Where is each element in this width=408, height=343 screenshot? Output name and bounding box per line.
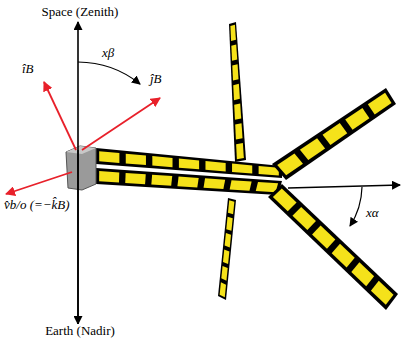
- panel-frame: [229, 22, 246, 162]
- solar-cell: [232, 64, 238, 80]
- solar-cell: [273, 189, 297, 212]
- solar-cell: [300, 138, 325, 160]
- solar-cell: [152, 156, 172, 167]
- j-vector: [82, 98, 160, 150]
- i-vector: [44, 82, 76, 150]
- beta-angle-label: xβ: [102, 46, 114, 61]
- solar-cell: [126, 154, 146, 165]
- zenith-label: Space (Zenith): [40, 5, 121, 20]
- solar-cell: [221, 266, 227, 281]
- satellite-body-top: [66, 146, 96, 154]
- solar-cell: [332, 244, 355, 268]
- velocity-vector-label: v̂b/o (=−k̂B): [4, 198, 70, 213]
- solar-cell: [205, 161, 225, 171]
- solar-cell: [228, 200, 234, 214]
- solar-cell: [323, 123, 348, 145]
- nadir-label: Earth (Nadir): [43, 324, 117, 339]
- solar-cell: [220, 282, 226, 297]
- solar-cell: [225, 233, 231, 247]
- solar-cell: [177, 177, 198, 188]
- satellite-body: [66, 146, 96, 190]
- solar-cell: [233, 84, 240, 100]
- alpha-angle-label: xα: [366, 206, 379, 221]
- solar-cell: [230, 180, 252, 191]
- solar-cell: [371, 281, 394, 305]
- panel-frame: [272, 88, 396, 180]
- solar-cell: [345, 108, 369, 130]
- i-vector-label: îB: [22, 62, 34, 77]
- alpha-angle-arc: [350, 187, 362, 226]
- solar-cell: [151, 175, 172, 186]
- velocity-vector: [6, 172, 72, 194]
- solar-cell: [235, 123, 242, 139]
- reference-axis: [288, 185, 400, 188]
- nadir-axis: [77, 150, 79, 324]
- zenith-axis: [77, 22, 79, 325]
- solar-cell: [223, 250, 229, 265]
- solar-cell: [231, 44, 237, 60]
- solar-cell: [236, 143, 244, 159]
- solar-cell: [99, 171, 119, 182]
- solar-cell: [232, 164, 252, 174]
- solar-cell: [351, 262, 374, 286]
- solar-cell: [368, 93, 392, 115]
- solar-cell: [230, 25, 236, 41]
- solar-cell: [312, 225, 335, 248]
- panel-frame: [268, 184, 398, 310]
- solar-cell: [277, 154, 303, 176]
- solar-cell: [204, 178, 226, 189]
- solar-cell: [125, 173, 146, 184]
- panel-frame: [96, 168, 282, 195]
- beta-angle-arc: [78, 62, 140, 84]
- solar-cell: [292, 207, 315, 230]
- solar-cell: [226, 217, 232, 231]
- j-vector-label: ĵB: [150, 72, 162, 87]
- solar-panels: [96, 22, 398, 310]
- solar-cell: [99, 151, 119, 163]
- panel-frame: [218, 198, 236, 300]
- solar-cell: [179, 159, 199, 170]
- solar-cell: [234, 104, 241, 120]
